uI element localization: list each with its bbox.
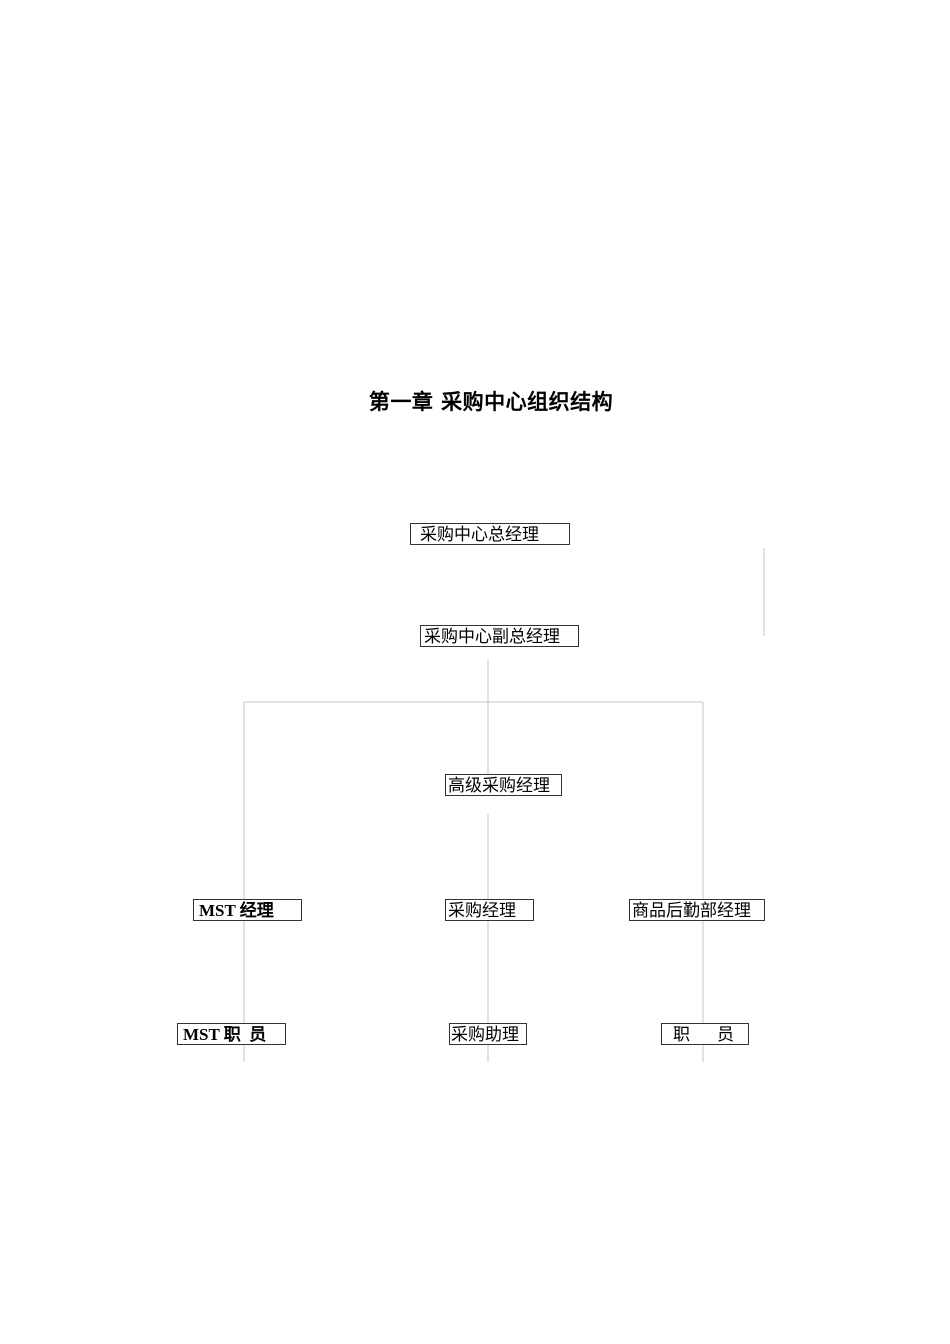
- org-node-mst-staff: MST 职 员: [177, 1023, 286, 1045]
- org-node-purchasing-assistant: 采购助理: [449, 1023, 527, 1045]
- org-node-general-manager: 采购中心总经理: [410, 523, 570, 545]
- org-node-staff: 职 员: [661, 1023, 749, 1045]
- page-title: 第一章 采购中心组织结构: [368, 389, 614, 414]
- org-node-senior-purchasing-manager: 高级采购经理: [445, 774, 562, 796]
- org-node-logistics-manager: 商品后勤部经理: [629, 899, 765, 921]
- org-node-deputy-general-manager: 采购中心副总经理: [420, 625, 579, 647]
- org-node-mst-manager: MST 经理: [193, 899, 302, 921]
- org-node-purchasing-manager: 采购经理: [445, 899, 534, 921]
